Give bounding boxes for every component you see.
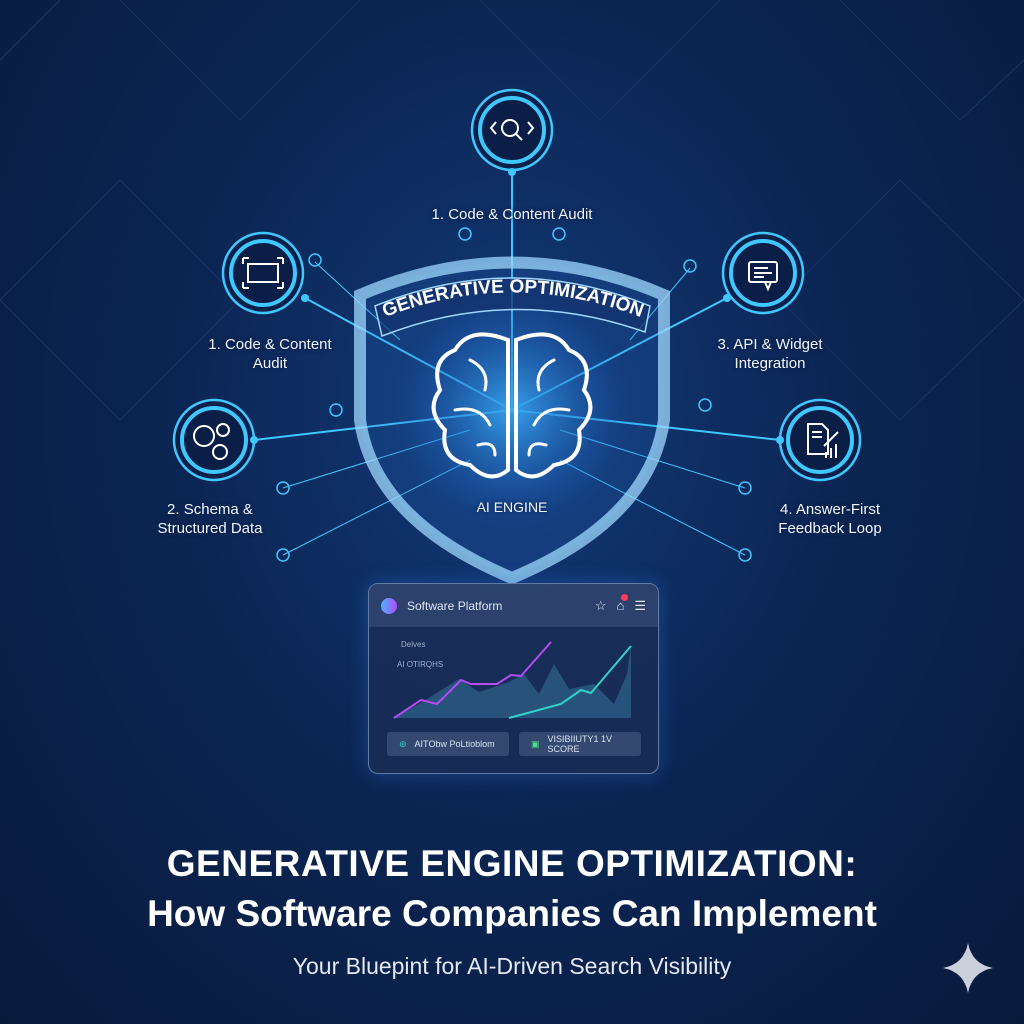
chart-line-purple bbox=[393, 641, 552, 719]
visibility-score-button-label: VISIBIIUTY1 1V SCORE bbox=[547, 734, 613, 754]
software-platform-panel: Software Platform ☆ ⌂ ☰ Delves AI OTIRQH… bbox=[368, 583, 659, 774]
sparkle-icon bbox=[943, 943, 993, 993]
headline-tagline: Your Bluepint for AI-Driven Search Visib… bbox=[292, 953, 732, 979]
hex-grid bbox=[0, 0, 1024, 421]
headline-subtitle: How Software Companies Can Implement bbox=[147, 893, 877, 934]
notification-icon[interactable]: ⌂ bbox=[616, 594, 629, 613]
node-label-right-bottom: 4. Answer-First Feedback Loop bbox=[778, 501, 882, 537]
chart-legend: Delves bbox=[401, 640, 426, 649]
node-label-left-bottom: 2. Schema & Structured Data bbox=[157, 501, 263, 537]
menu-icon[interactable]: ☰ bbox=[634, 597, 646, 613]
headline-title: GENERATIVE ENGINE OPTIMIZATION: bbox=[166, 843, 858, 884]
report-chart-icon bbox=[807, 423, 839, 458]
brain-icon bbox=[431, 332, 593, 479]
notification-badge bbox=[621, 594, 629, 601]
visibility-score-button[interactable]: ▣ VISIBIIUTY1 1V SCORE bbox=[519, 732, 641, 756]
gears-icon bbox=[193, 423, 230, 460]
chart-area bbox=[394, 646, 631, 718]
platform-icon: ⊛ bbox=[399, 738, 407, 749]
node-label-top: 1. Code & Content Audit bbox=[431, 206, 593, 223]
score-icon: ▣ bbox=[531, 738, 540, 749]
star-icon[interactable]: ☆ bbox=[594, 597, 607, 613]
chart-line-teal bbox=[508, 645, 632, 719]
panel-title: Software Platform bbox=[407, 598, 503, 613]
ai-engine-label: AI ENGINE bbox=[476, 499, 548, 515]
ai-platform-button[interactable]: ⊛ AIТObw PoLtioblom bbox=[387, 732, 509, 756]
screen-scan-icon bbox=[242, 257, 284, 289]
panel-chart bbox=[393, 641, 632, 719]
code-search-icon bbox=[489, 119, 535, 141]
connector-dots bbox=[276, 227, 752, 562]
platform-logo bbox=[381, 597, 397, 614]
panel-header: Software Platform ☆ ⌂ ☰ bbox=[369, 584, 658, 627]
shield bbox=[354, 256, 670, 585]
node-anchors bbox=[250, 168, 784, 444]
shield-banner bbox=[374, 277, 651, 338]
ai-platform-button-label: AIТObw PoLtioblom bbox=[414, 739, 495, 749]
chat-document-icon bbox=[748, 261, 778, 292]
chart-series-label: AI OTIRQHS bbox=[397, 660, 444, 669]
node-label-left-top: 1. Code & Content Audit bbox=[208, 336, 332, 372]
node-label-right-top: 3. API & Widget Integration bbox=[717, 336, 823, 372]
